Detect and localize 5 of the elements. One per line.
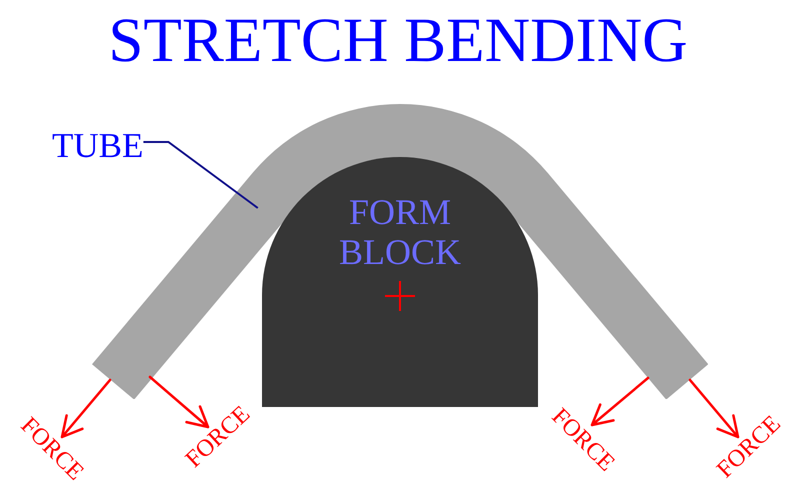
title: STRETCH BENDING xyxy=(108,9,688,72)
part-label: TUBE xyxy=(52,128,144,163)
form-block xyxy=(262,157,538,407)
leader-line xyxy=(143,141,258,209)
part-label: FORM BLOCK xyxy=(338,192,462,272)
